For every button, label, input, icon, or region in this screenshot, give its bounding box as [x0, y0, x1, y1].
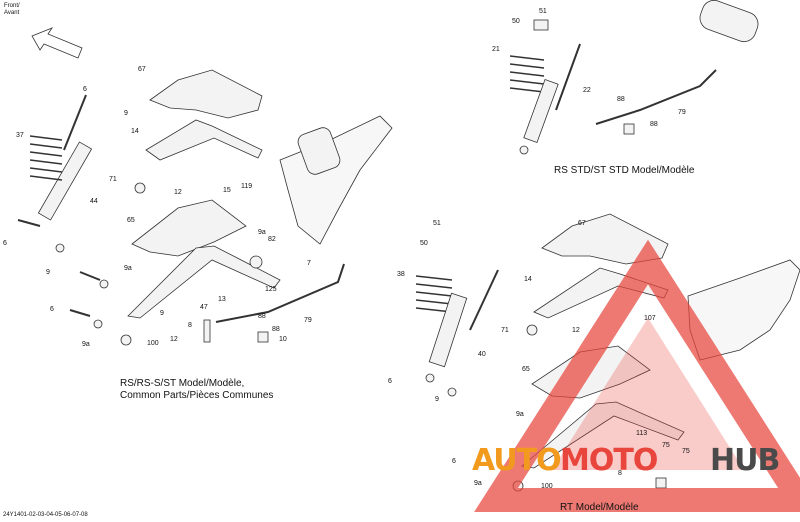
callout: 9a — [82, 341, 90, 348]
shock-coil-common — [297, 127, 341, 175]
callout: 125 — [265, 286, 277, 293]
spring-rs-std — [509, 55, 545, 93]
callout: 9a — [516, 411, 524, 418]
callout: 79 — [304, 317, 312, 324]
callout: 12 — [170, 336, 178, 343]
watermark-text-hub: HUB — [710, 443, 780, 478]
callout: 67 — [578, 220, 586, 227]
callout: 51 — [539, 8, 547, 15]
callout: 22 — [583, 87, 591, 94]
lower-a-arm-rt — [521, 401, 685, 469]
callout: 67 — [138, 66, 146, 73]
callout: 107 — [644, 315, 656, 322]
sway-bar-rs-std — [595, 69, 717, 125]
callout: 6 — [50, 306, 54, 313]
spring-rt — [415, 275, 453, 313]
callout: 8 — [188, 322, 192, 329]
caption-rt: RT Model/Modèle — [560, 502, 639, 513]
lower-a-arm-common — [127, 245, 281, 319]
callout: 9 — [46, 269, 50, 276]
callout: 40 — [478, 351, 486, 358]
ball-joint-common — [120, 334, 132, 346]
callout: 65 — [127, 217, 135, 224]
frame-common — [279, 115, 393, 245]
callout: 13 — [218, 296, 226, 303]
caption-common: RS/RS-S/ST Model/Modèle, — [120, 378, 245, 389]
callout: 9a — [474, 480, 482, 487]
shock-absorber-rs-std — [523, 78, 559, 144]
callout: 6 — [388, 378, 392, 385]
callout: 75 — [682, 448, 690, 455]
callout: 88 — [272, 326, 280, 333]
callout: 6 — [452, 458, 456, 465]
callout: 50 — [420, 240, 428, 247]
callout: 75 — [662, 442, 670, 449]
callout: 6 — [83, 86, 87, 93]
callout: 51 — [433, 220, 441, 227]
callout: 100 — [147, 340, 159, 347]
callout: 88 — [258, 313, 266, 320]
callout: 71 — [109, 176, 117, 183]
callout: 82 — [268, 236, 276, 243]
caption-rs-std: RS STD/ST STD Model/Modèle — [554, 165, 695, 176]
lower-cover-common — [131, 199, 247, 257]
sway-bar-common — [215, 263, 345, 323]
front-label: Front/ — [4, 3, 20, 9]
callout: 9 — [435, 396, 439, 403]
watermark-text-auto: AUTO — [472, 443, 562, 478]
watermark-logo — [474, 239, 800, 512]
callout: 88 — [650, 121, 658, 128]
upper-cover-common — [149, 69, 263, 119]
reference-code: 24Y1401-02-03-04-05-06-07-08 — [3, 512, 88, 518]
callout: 14 — [131, 128, 139, 135]
callout: 9 — [124, 110, 128, 117]
callout: 113 — [636, 430, 648, 437]
upper-a-arm-common — [145, 119, 263, 161]
callout: 100 — [541, 483, 553, 490]
callout: 65 — [522, 366, 530, 373]
callout: 12 — [572, 327, 580, 334]
callout: 79 — [678, 109, 686, 116]
shock-absorber-common — [37, 141, 93, 221]
callout: 14 — [524, 276, 532, 283]
spring-common — [29, 135, 63, 181]
callout: 9 — [160, 310, 164, 317]
callout: 8 — [618, 470, 622, 477]
callout: 71 — [501, 327, 509, 334]
callout: 44 — [90, 198, 98, 205]
callout: 15 — [223, 187, 231, 194]
front-arrow-icon — [31, 27, 83, 59]
callout: 9a — [124, 265, 132, 272]
front-label-2: Avant — [4, 10, 20, 16]
callout: 10 — [279, 336, 287, 343]
shock-absorber-rt — [428, 292, 468, 368]
callout: 88 — [617, 96, 625, 103]
callout: 12 — [174, 189, 182, 196]
callout: 119 — [241, 183, 253, 190]
caption-common-2: Common Parts/Pièces Communes — [120, 390, 274, 401]
upper-cover-rt — [541, 213, 669, 265]
callout: 38 — [397, 271, 405, 278]
callout: 50 — [512, 18, 520, 25]
callout: 7 — [307, 260, 311, 267]
watermark-text-moto: MOTO — [560, 443, 658, 478]
callout: 6 — [3, 240, 7, 247]
callout: 21 — [492, 46, 500, 53]
callout: 37 — [16, 132, 24, 139]
callout: 47 — [200, 304, 208, 311]
callout: 9a — [258, 229, 266, 236]
